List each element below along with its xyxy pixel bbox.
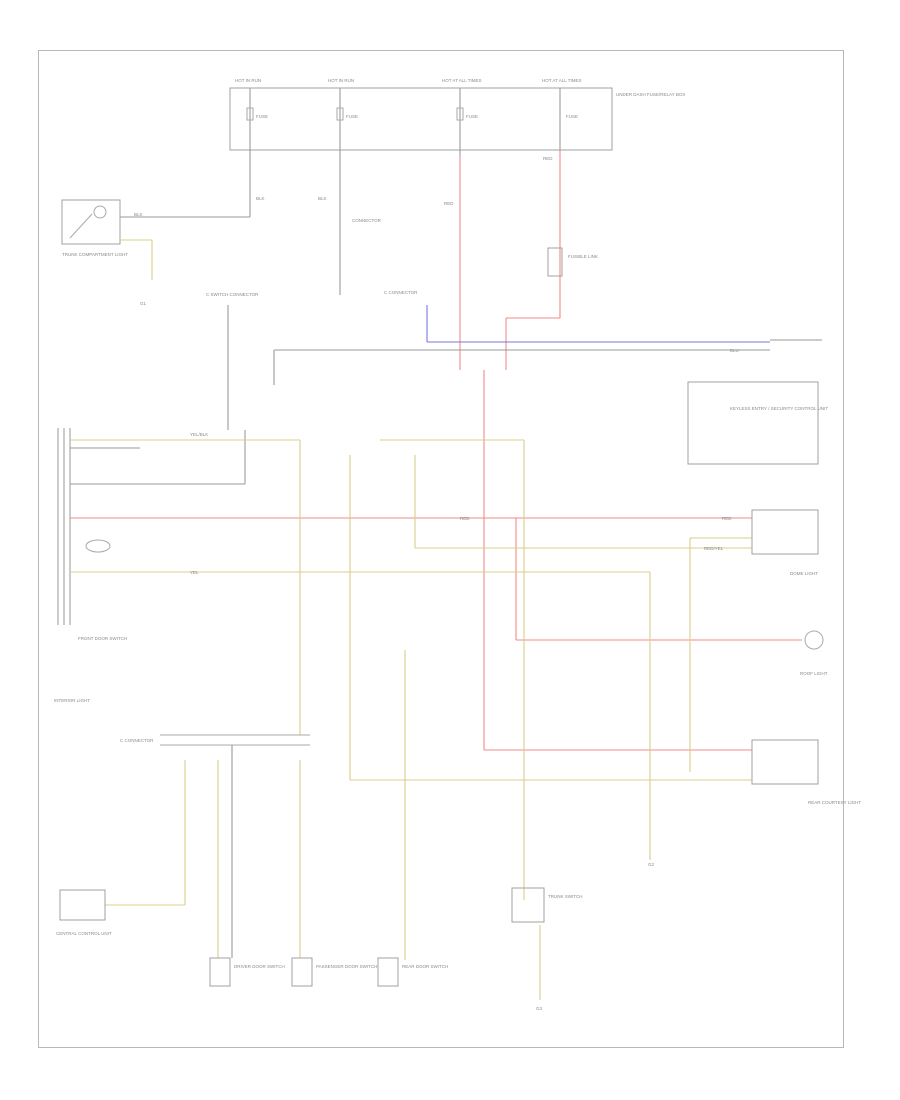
wire-label-red-yel: RED/YEL [704, 546, 724, 551]
svg-text:DRIVER DOOR SWITCH: DRIVER DOOR SWITCH [234, 964, 285, 969]
svg-text:DOME LIGHT: DOME LIGHT [790, 571, 818, 576]
fuse-1: FUSE [246, 88, 268, 155]
ground-g2: G2 [648, 862, 655, 867]
svg-text:ROOF LIGHT: ROOF LIGHT [800, 671, 828, 676]
security-control-unit: KEYLESS ENTRY / SECURITY CONTROL UNIT [687, 381, 828, 465]
fusible-link [547, 247, 563, 277]
wire-label-yel-1: YEL [190, 570, 199, 575]
svg-text:REAR DOOR SWITCH: REAR DOOR SWITCH [402, 964, 448, 969]
dash-connector: C SWITCH CONNECTOR [206, 292, 259, 297]
wire-label-blk-2: BLK [256, 196, 265, 201]
wire-label-red-2: RED [543, 156, 553, 161]
fuse-top-label-3: HOT AT ALL TIMES [442, 78, 482, 83]
svg-text:FUSE: FUSE [256, 114, 268, 119]
ground-g3: G3 [536, 1006, 543, 1011]
wire-label-red-4: RED [722, 516, 732, 521]
roof-light: ROOF LIGHT [800, 630, 828, 676]
passenger-door-switch: PASSENGER DOOR SWITCH [291, 957, 377, 987]
svg-text:REAR COURTESY LIGHT: REAR COURTESY LIGHT [808, 800, 861, 805]
fuse-2: FUSE [336, 88, 358, 155]
dimmer-connector: CONNECTOR [352, 218, 382, 223]
svg-text:INTERIOR LIGHT: INTERIOR LIGHT [54, 698, 90, 703]
wire-label-yel-blk: YEL/BLK [190, 432, 208, 437]
rear-courtesy-light: REAR COURTESY LIGHT [751, 739, 861, 805]
rear-door-switch: REAR DOOR SWITCH [377, 957, 448, 987]
svg-text:KEYLESS ENTRY / SECURITY CONTR: KEYLESS ENTRY / SECURITY CONTROL UNIT [730, 406, 828, 411]
fuse-top-label-2: HOT IN RUN [328, 78, 354, 83]
svg-text:TRUNK COMPARTMENT LIGHT: TRUNK COMPARTMENT LIGHT [62, 252, 128, 257]
driver-door-switch: DRIVER DOOR SWITCH [209, 957, 285, 987]
svg-text:FRONT DOOR SWITCH: FRONT DOOR SWITCH [78, 636, 127, 641]
central-control-unit: CENTRAL CONTROL UNIT [56, 889, 112, 936]
fuse-4: FUSE [559, 88, 578, 150]
interior-light-switch: INTERIOR LIGHT FRONT DOOR SWITCH [54, 428, 127, 703]
svg-text:C CONNECTOR: C CONNECTOR [120, 738, 154, 743]
fuse-top-label-4: HOT AT ALL TIMES [542, 78, 582, 83]
wire-label-blk-3: BLK [318, 196, 327, 201]
diagram-frame [38, 50, 844, 1048]
fuse-top-label-1: HOT IN RUN [235, 78, 261, 83]
fuse-box [229, 87, 613, 151]
svg-text:FUSE: FUSE [566, 114, 578, 119]
trunk-switch: TRUNK SWITCH [511, 887, 583, 923]
trunk-light: TRUNK COMPARTMENT LIGHT [61, 199, 128, 257]
wire-label-red-3: RED [460, 516, 470, 521]
svg-text:PASSENGER DOOR SWITCH: PASSENGER DOOR SWITCH [316, 964, 377, 969]
fuse-3: FUSE [456, 88, 478, 155]
blue-wire-source: C CONNECTOR [384, 290, 418, 295]
fuse-box-side-label: UNDER DASH FUSE/RELAY BOX [616, 92, 685, 97]
svg-text:FUSE: FUSE [466, 114, 478, 119]
wire-label-red-1: RED [444, 201, 454, 206]
svg-text:CENTRAL CONTROL UNIT: CENTRAL CONTROL UNIT [56, 931, 112, 936]
fusible-link-label: FUSIBLE LINK [568, 254, 598, 259]
ground-g1: G1 [140, 301, 147, 306]
wire-label-blk-1: BLK [134, 212, 143, 217]
dome-light: DOME LIGHT [751, 509, 819, 576]
lower-connector: C CONNECTOR [120, 734, 310, 746]
svg-text:FUSE: FUSE [346, 114, 358, 119]
svg-text:TRUNK SWITCH: TRUNK SWITCH [548, 894, 583, 899]
